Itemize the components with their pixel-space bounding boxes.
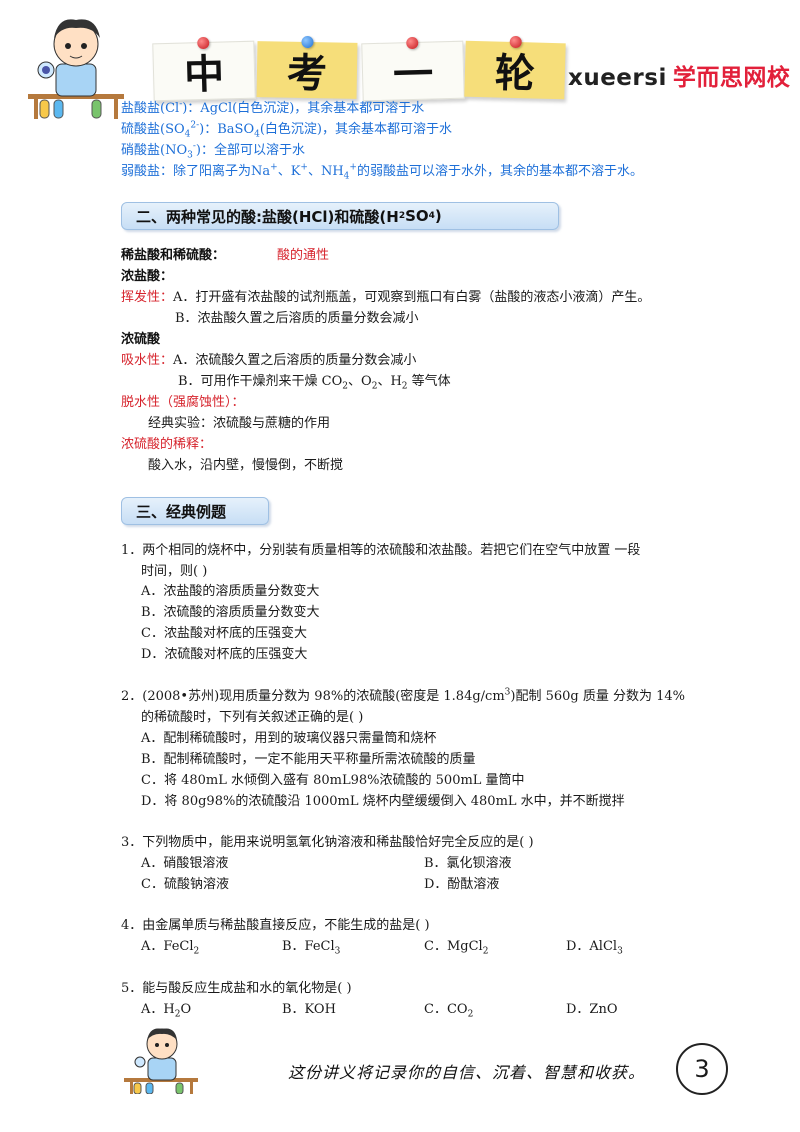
q2-option-c: C．将 480mL 水倾倒入盛有 80mL98%浓硫酸的 500mL 量筒中 [141,773,525,788]
absorb-b: B．可用作干燥剂来干燥 CO2、O2、H2 等气体 [178,374,451,392]
footer-boy-illustration [124,1028,198,1094]
conc-h2so4-heading: 浓硫酸 [121,332,161,347]
title-note-1: 中 [152,36,256,102]
q3-option-b: B．氯化钡溶液 [424,856,512,871]
absorb-row: 吸水性：A．浓硫酸久置之后溶质的质量分数会减小 [121,353,417,368]
dehydrate-text: 经典实验：浓硫酸与蔗糖的作用 [148,416,331,431]
volatility-row: 挥发性：A．打开盛有浓盐酸的试剂瓶盖，可观察到瓶口有白雾（盐酸的液态小液滴）产生… [121,290,651,305]
solubility-weak-acid: 弱酸盐：除了阳离子为Na+、K+、NH4+的弱酸盐可以溶于水外，其余的基本都不溶… [121,162,643,182]
page-number: 3 [676,1043,728,1095]
q4-line1: 4．由金属单质与稀盐酸直接反应，不能生成的盐是( ) [121,918,430,933]
solubility-chloride: 盐酸盐(Cl-)：AgCl(白色沉淀)，其余基本都可溶于水 [121,99,425,116]
volatility-b: B．浓盐酸久置之后溶质的质量分数会减小 [175,311,419,326]
q4-option-b: B．FeCl3 [282,939,341,957]
boy-chemist-illustration [28,19,124,119]
solubility-nitrate: 硝酸盐(NO3-)：全部可以溶于水 [121,141,305,161]
solubility-sulfate: 硫酸盐(SO42-)：BaSO4(白色沉淀)，其余基本都可溶于水 [121,120,452,140]
section-heading-examples: 三、经典例题 [121,497,269,525]
q1-option-a: A．浓盐酸的溶质质量分数变大 [141,584,320,599]
q4-option-a: A．FeCl2 [141,939,200,957]
q3-option-d: D．酚酞溶液 [424,877,500,892]
q3-line1: 3．下列物质中，能用来说明氢氧化钠溶液和稀盐酸恰好完全反应的是( ) [121,835,534,850]
q2-option-d: D．将 80g98%的浓硫酸沿 1000mL 烧杯内壁缓缓倒入 480mL 水中… [141,794,625,809]
q5-line1: 5．能与酸反应生成盐和水的氧化物是( ) [121,981,352,996]
q5-option-d: D．ZnO [566,1002,618,1017]
title-note-4: 轮 [464,35,566,100]
q4-option-d: D．AlCl3 [566,939,623,957]
dehydrate-label: 脱水性（强腐蚀性）： [121,395,245,410]
q5-option-c: C．CO2 [424,1002,474,1020]
q2-line1: 2．(2008•苏州)现用质量分数为 98%的浓硫酸(密度是 1.84g/cm3… [121,687,686,704]
conc-hcl-heading: 浓盐酸： [121,269,174,284]
dilute-acids-row: 稀盐酸和稀硫酸：酸的通性 [121,248,330,263]
q3-option-a: A．硝酸银溶液 [141,856,229,871]
q3-option-c: C．硫酸钠溶液 [141,877,229,892]
q1-line1: 1．两个相同的烧杯中，分别装有质量相等的浓硫酸和浓盐酸。若把它们在空气中放置 一… [121,543,641,558]
q1-option-b: B．浓硫酸的溶质质量分数变大 [141,605,320,620]
title-note-2: 考 [256,35,358,99]
q1-option-d: D．浓硫酸对杯底的压强变大 [141,647,308,662]
q4-option-c: C．MgCl2 [424,939,489,957]
q5-option-b: B．KOH [282,1002,336,1017]
q1-line2: 时间，则( ) [141,564,208,579]
q1-option-c: C．浓盐酸对杯底的压强变大 [141,626,307,641]
q5-option-a: A．H2O [141,1002,192,1020]
q2-option-b: B．配制稀硫酸时，一定不能用天平称量所需浓硫酸的质量 [141,752,476,767]
dilution-text: 酸入水，沿内壁，慢慢倒，不断搅 [148,458,344,473]
title-note-3: 一 [361,36,465,102]
q2-option-a: A．配制稀硫酸时，用到的玻璃仪器只需量筒和烧杯 [141,731,437,746]
q2-line2: 的稀硫酸时，下列有关叙述正确的是( ) [141,710,364,725]
footer-motto: 这份讲义将记录你的自信、沉着、智慧和收获。 [288,1063,646,1082]
dilution-label: 浓硫酸的稀释： [121,437,213,452]
